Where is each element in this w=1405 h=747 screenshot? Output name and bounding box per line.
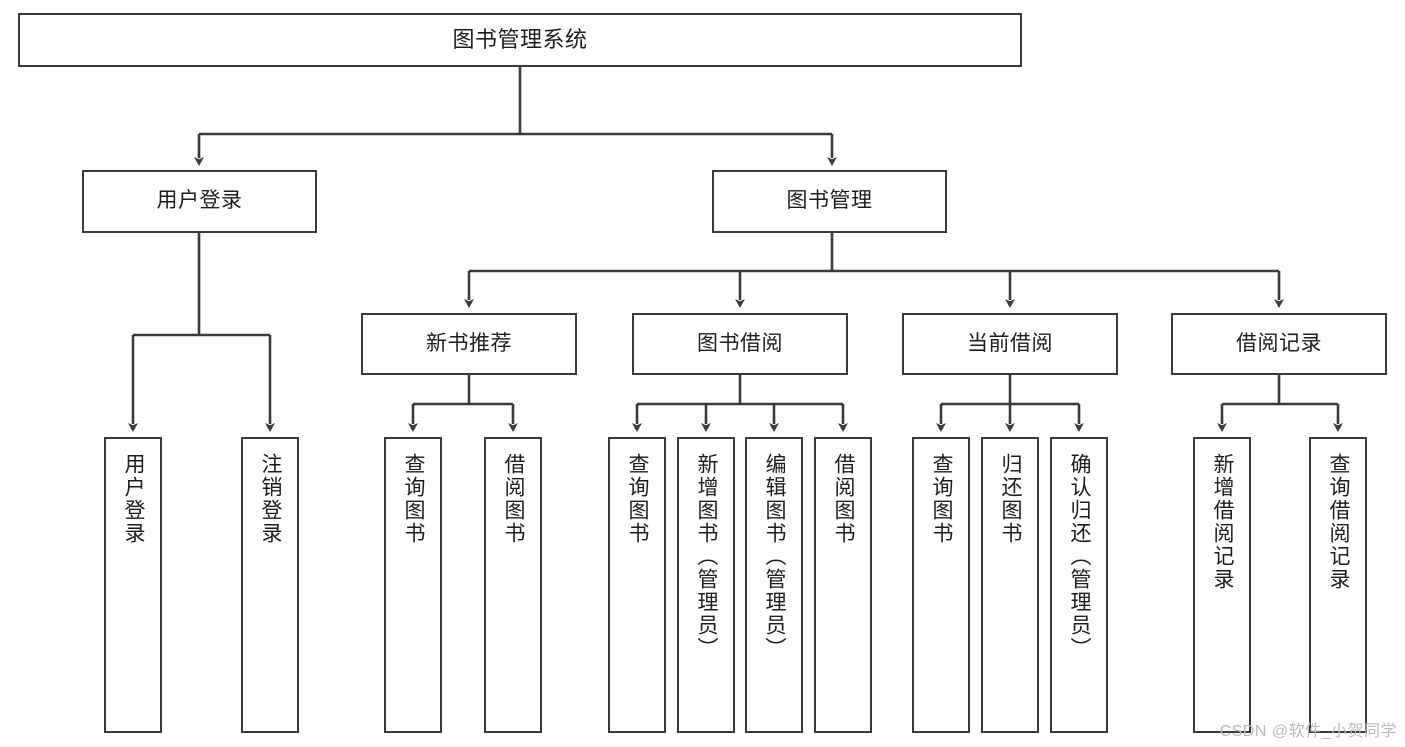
- node-label: 确认归还（管理员）: [1068, 453, 1092, 660]
- leaf-borrow-book-1[interactable]: 借阅图书: [484, 437, 542, 733]
- node-label: 归还图书: [999, 453, 1023, 545]
- leaf-add-record[interactable]: 新增借阅记录: [1193, 437, 1251, 733]
- node-current-borrow[interactable]: 当前借阅: [902, 313, 1118, 375]
- leaf-query-book-3[interactable]: 查询图书: [912, 437, 970, 733]
- node-label: 新增借阅记录: [1211, 453, 1235, 591]
- node-borrow-record[interactable]: 借阅记录: [1171, 313, 1387, 375]
- node-label: 查询借阅记录: [1327, 453, 1351, 591]
- node-label: 图书管理: [786, 189, 873, 213]
- node-label: 查询图书: [930, 453, 954, 545]
- leaf-query-book-1[interactable]: 查询图书: [384, 437, 442, 733]
- node-user-login[interactable]: 用户登录: [82, 170, 317, 233]
- node-label: 新增图书（管理员）: [695, 453, 719, 660]
- node-label: 图书借阅: [697, 331, 783, 355]
- leaf-edit-book[interactable]: 编辑图书（管理员）: [745, 437, 803, 733]
- leaf-user-login[interactable]: 用户登录: [104, 437, 162, 733]
- node-label: 查询图书: [402, 453, 426, 545]
- node-book-borrow[interactable]: 图书借阅: [632, 313, 848, 375]
- watermark: CSDN @软件_小贺同学: [1219, 723, 1397, 740]
- node-label: 用户登录: [156, 189, 243, 213]
- node-label: 借阅图书: [502, 453, 526, 545]
- node-label: 用户登录: [122, 453, 146, 545]
- node-label: 借阅图书: [832, 453, 856, 545]
- leaf-user-logout[interactable]: 注销登录: [241, 437, 299, 733]
- node-new-book-recommend[interactable]: 新书推荐: [361, 313, 577, 375]
- node-label: 借阅记录: [1236, 331, 1322, 355]
- node-label: 当前借阅: [967, 331, 1053, 355]
- node-label: 编辑图书（管理员）: [763, 453, 787, 660]
- leaf-confirm-return[interactable]: 确认归还（管理员）: [1050, 437, 1108, 733]
- leaf-add-book[interactable]: 新增图书（管理员）: [677, 437, 735, 733]
- node-label: 查询图书: [626, 453, 650, 545]
- node-book-manage[interactable]: 图书管理: [712, 170, 947, 233]
- node-label: 图书管理系统: [452, 27, 588, 53]
- node-label: 注销登录: [259, 453, 283, 545]
- leaf-return-book[interactable]: 归还图书: [981, 437, 1039, 733]
- leaf-query-record[interactable]: 查询借阅记录: [1309, 437, 1367, 733]
- node-root-system[interactable]: 图书管理系统: [18, 13, 1022, 67]
- node-label: 新书推荐: [426, 331, 512, 355]
- leaf-borrow-book-2[interactable]: 借阅图书: [814, 437, 872, 733]
- leaf-query-book-2[interactable]: 查询图书: [608, 437, 666, 733]
